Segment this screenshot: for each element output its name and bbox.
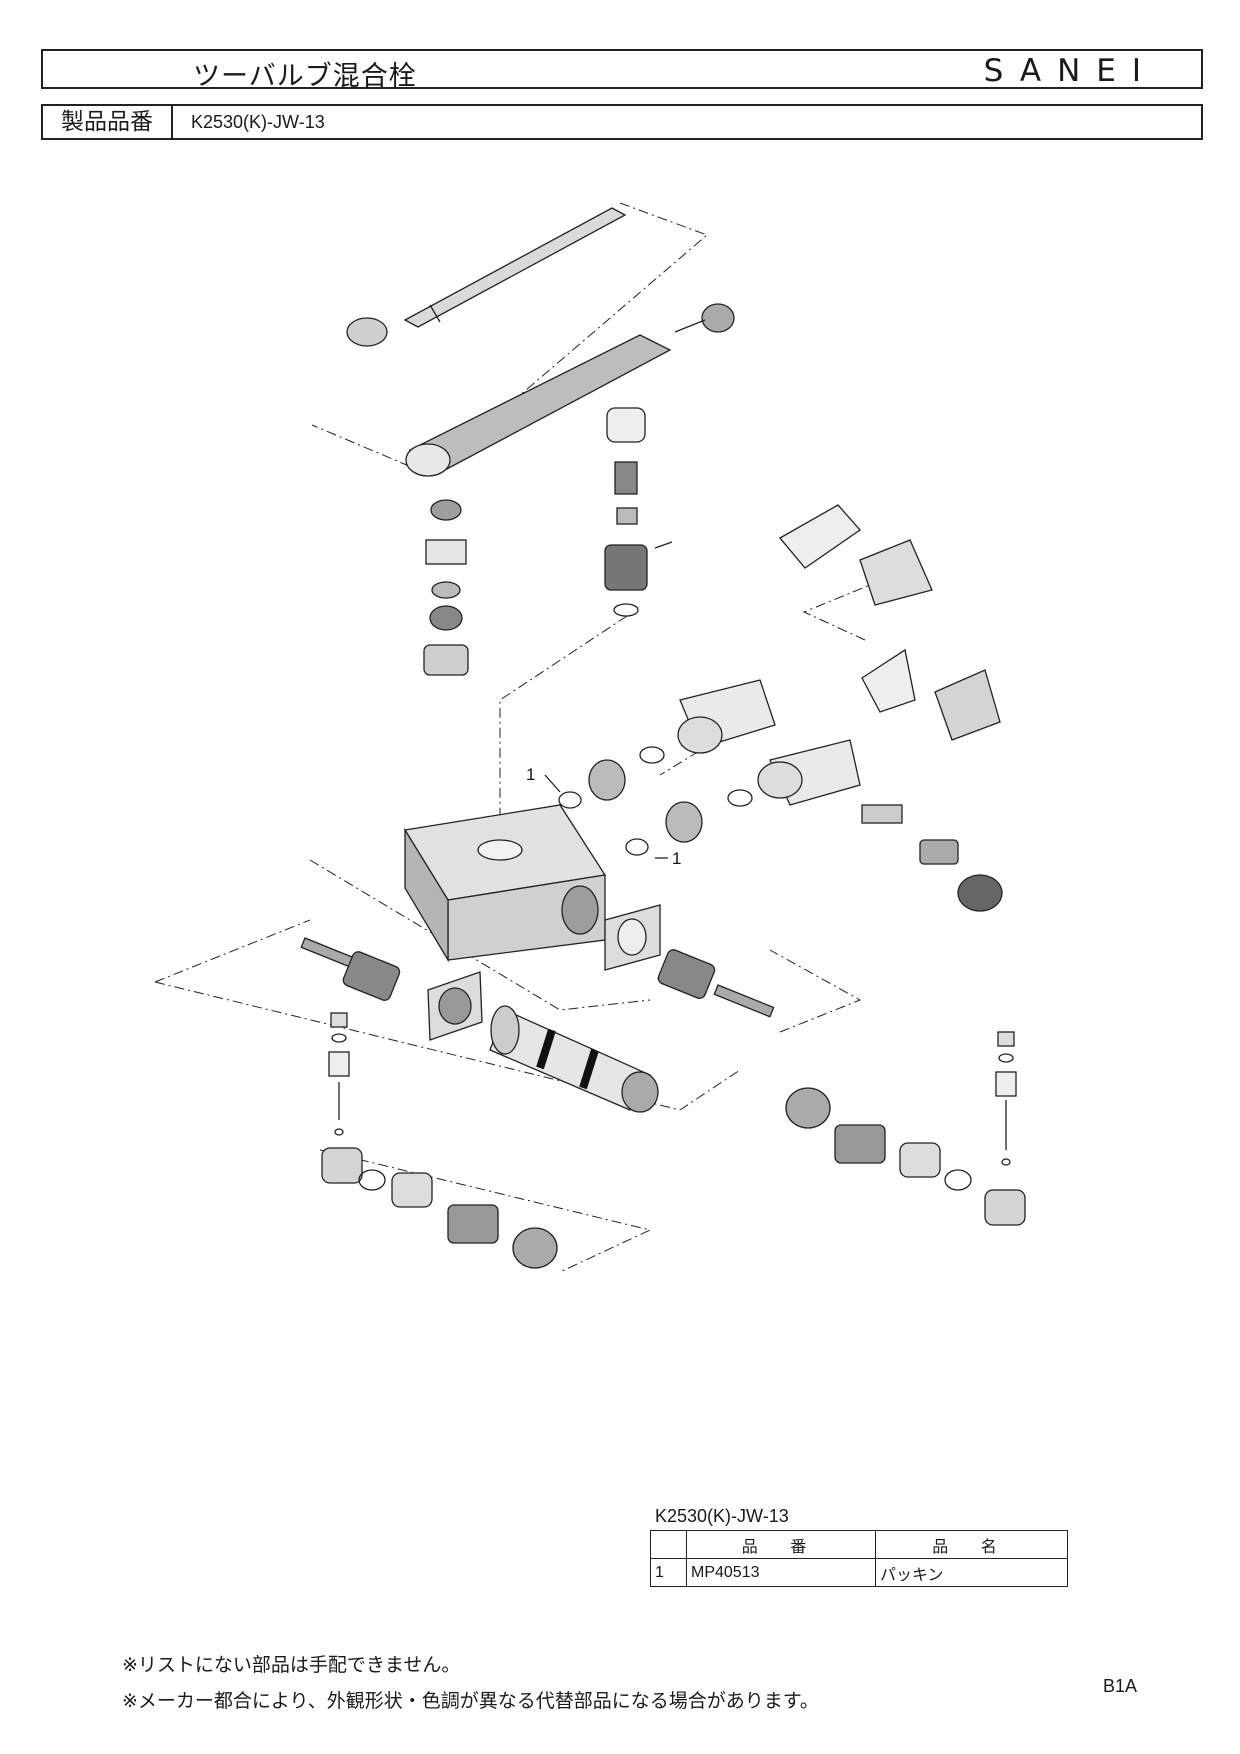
cylinder-cover (489, 1005, 659, 1113)
document-title: ツーバルブ混合栓 (193, 61, 417, 92)
page-code: B1A (1103, 1676, 1138, 1696)
title-bar: ツーバルブ混合栓 SANEI (41, 49, 1203, 92)
center-valve-stack (604, 407, 673, 617)
joints-and-washers (558, 746, 753, 856)
row-part-name: パッキン (875, 1558, 1068, 1587)
spindle-left (300, 937, 401, 1001)
left-valve-stack (423, 499, 469, 676)
product-number-label: 製品品番 (43, 106, 173, 138)
header-part-name: 品 名 (875, 1530, 1068, 1559)
callout-1a: 1 (526, 765, 535, 784)
row-part-number: MP40513 (686, 1558, 876, 1587)
wall-bracket-parts (779, 504, 1001, 741)
product-number-bar: 製品品番 K2530(K)-JW-13 (41, 104, 1203, 140)
main-body-block (403, 804, 607, 963)
spindle-right (657, 949, 775, 1018)
header-no (650, 1530, 687, 1559)
exploded-parts-diagram: 1 1 (154, 202, 1026, 1273)
parts-list-caption: K2530(K)-JW-13 (655, 1506, 789, 1526)
left-lower-assembly (321, 1012, 558, 1269)
note-line-2: ※メーカー都合により、外観形状・色調が異なる代替部品になる場合があります。 (122, 1690, 819, 1712)
flange-plates (427, 904, 661, 1041)
parts-table: 品 番 品 名 1 MP40513 パッキン (650, 1530, 1068, 1587)
header-part-number: 品 番 (686, 1530, 876, 1559)
spout (405, 303, 735, 477)
note-line-1: ※リストにない部品は手配できません。 (122, 1654, 461, 1676)
right-lower-assembly (785, 1031, 1026, 1226)
table-row: 1 MP40513 パッキン (650, 1558, 1068, 1587)
brand-logo: SANEI (983, 53, 1157, 89)
product-number-value: K2530(K)-JW-13 (191, 112, 325, 132)
elbow-fittings (677, 679, 1003, 912)
callout-1b: 1 (672, 849, 681, 868)
upper-rod (346, 207, 627, 347)
row-no: 1 (650, 1558, 687, 1587)
table-header-row: 品 番 品 名 (650, 1530, 1068, 1559)
